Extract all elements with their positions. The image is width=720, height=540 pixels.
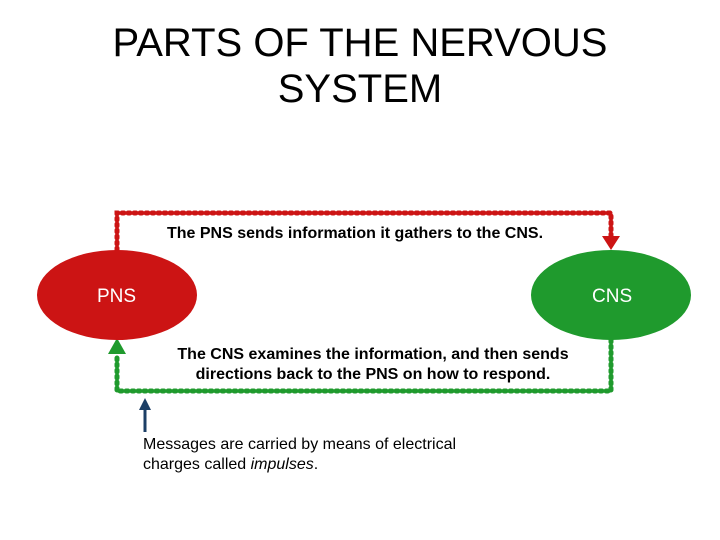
cns-node	[531, 250, 691, 340]
note-pointer-arrowhead	[139, 398, 151, 410]
pns-to-cns-arrowhead	[602, 236, 620, 250]
cns-to-pns-caption-line1: The CNS examines the information, and th…	[177, 346, 569, 363]
impulses-note-line1: Messages are carried by means of electri…	[143, 436, 457, 453]
impulses-note-suffix: .	[313, 456, 319, 473]
impulses-note-line2: charges called impulses.	[143, 455, 523, 475]
cns-label: CNS	[592, 286, 632, 307]
cns-to-pns-arrowhead	[108, 338, 126, 354]
pns-label: PNS	[97, 286, 136, 307]
slide-title: PARTS OF THE NERVOUS SYSTEM	[112, 21, 608, 111]
cns-to-pns-caption-line2: directions back to the PNS on how to res…	[195, 366, 551, 383]
pns-node	[37, 250, 197, 340]
pns-to-cns-caption: The PNS sends information it gathers to …	[166, 225, 544, 242]
cns-to-pns-caption: The CNS examines the information, and th…	[118, 345, 628, 385]
cns-to-pns-connector	[114, 337, 614, 394]
impulses-term: impulses	[250, 456, 314, 473]
impulses-note: Messages are carried by means of electri…	[143, 435, 523, 475]
impulses-note-prefix: charges called	[143, 456, 251, 473]
